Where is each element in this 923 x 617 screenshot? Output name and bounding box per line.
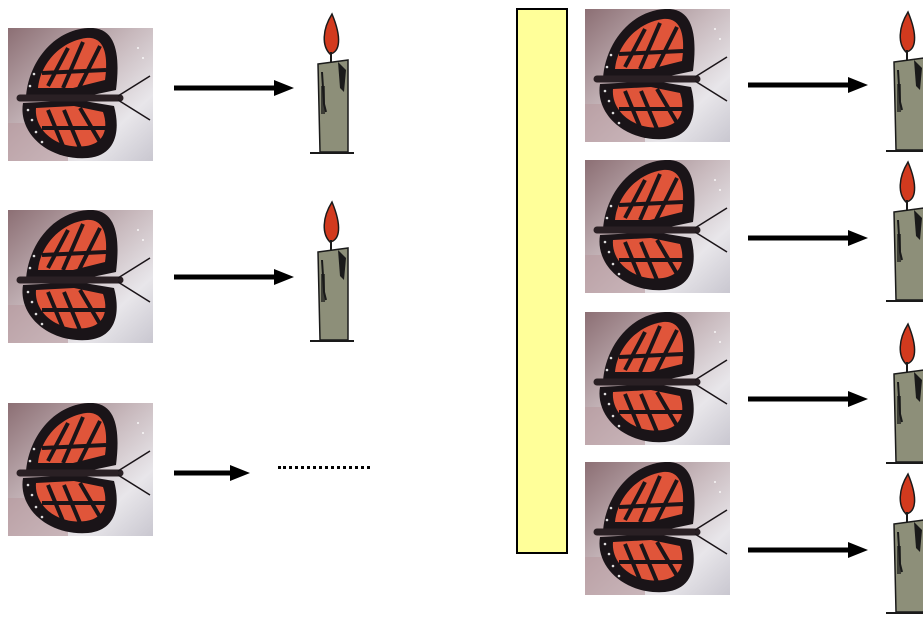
right-arrow-icon [748, 391, 868, 407]
right-arrow-icon [748, 77, 868, 93]
candle-icon [884, 322, 923, 466]
candle-icon [308, 200, 356, 344]
butterfly-image-icon [585, 462, 730, 595]
right-arrow-icon [174, 269, 294, 285]
butterfly-image-icon [585, 312, 730, 445]
candle-icon [308, 12, 356, 156]
right-arrow-icon [174, 465, 250, 481]
candle-icon [884, 160, 923, 304]
right-arrow-icon [748, 230, 868, 246]
dotted-line [278, 466, 370, 469]
right-arrow-icon [748, 542, 868, 558]
butterfly-image-icon [585, 160, 730, 293]
butterfly-image-icon [585, 9, 730, 142]
butterfly-image-icon [8, 28, 153, 161]
butterfly-image-icon [8, 210, 153, 343]
candle-icon [884, 10, 923, 154]
candle-icon [884, 472, 923, 616]
right-arrow-icon [174, 80, 294, 96]
butterfly-image-icon [8, 403, 153, 536]
yellow-bar [516, 8, 568, 554]
